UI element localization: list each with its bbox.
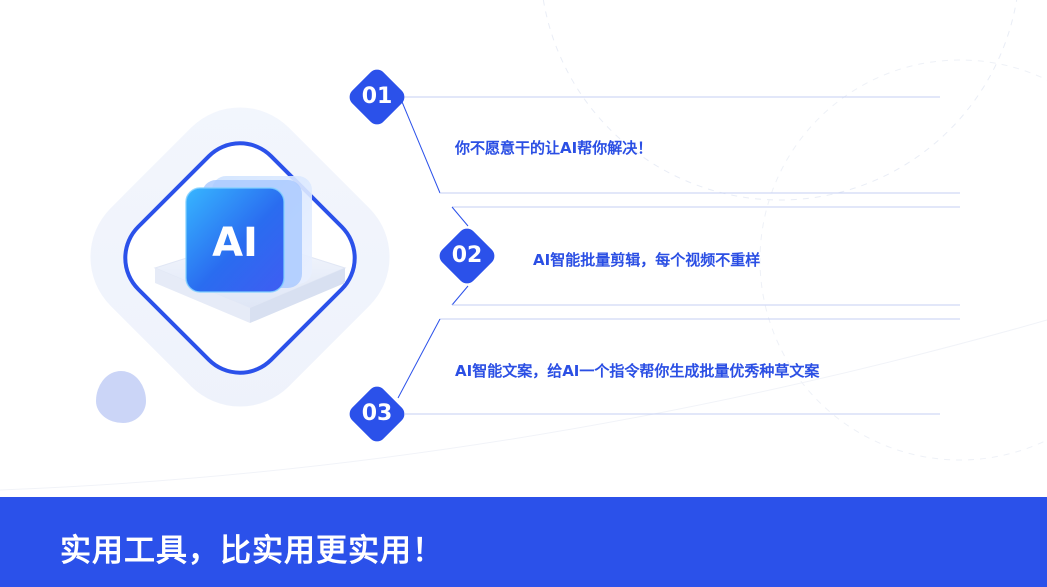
item-text-03: AI智能文案，给AI一个指令帮你生成批量优秀种草文案 <box>455 362 820 380</box>
decorative-blob <box>96 371 146 423</box>
ai-illustration: AI <box>123 141 357 375</box>
item-badge-02: 02 <box>436 225 498 287</box>
footer-slogan: 实用工具，比实用更实用！ <box>60 533 444 569</box>
item-badge-01: 01 <box>346 66 408 128</box>
item-number: 02 <box>451 243 483 268</box>
item-text-02: AI智能批量剪辑，每个视频不重样 <box>533 251 761 269</box>
footer-banner: 实用工具，比实用更实用！ <box>0 497 1047 587</box>
item-number: 01 <box>361 84 393 109</box>
ai-logo-text: AI <box>212 220 258 266</box>
item-text-01: 你不愿意干的让AI帮你解决！ <box>455 139 653 157</box>
item-number: 03 <box>361 401 393 426</box>
item-badge-03: 03 <box>346 383 408 445</box>
